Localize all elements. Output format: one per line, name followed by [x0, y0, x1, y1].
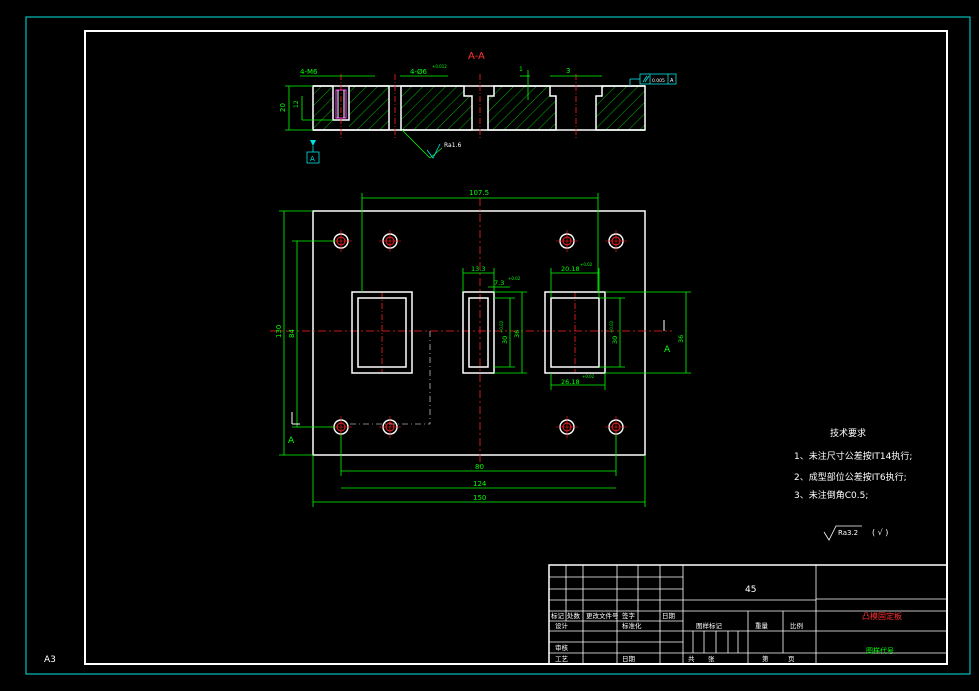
tech-title: 技术要求	[830, 427, 866, 439]
tech-requirements: 技术要求 1、未注尺寸公差按IT14执行; 2、成型部位公差按IT6执行; 3、…	[794, 427, 912, 541]
part-name: 凸模固定板	[862, 611, 902, 621]
flatness-value: 0.005	[652, 78, 665, 84]
slot-middle-inner	[468, 297, 489, 368]
process: 工艺	[555, 655, 569, 663]
dim-hole-tol: +0.012	[432, 64, 447, 69]
datum-a-label: A	[310, 155, 315, 163]
tech-item-2: 2、成型部位公差按IT6执行;	[794, 471, 907, 483]
dim-pocket-h: 30	[611, 336, 619, 344]
dim-slot-gap: 7.3	[494, 279, 504, 287]
dim-height-outer: 130	[275, 325, 283, 338]
drawing-number: 图样代号	[866, 646, 894, 655]
row-date: 日期	[662, 612, 676, 620]
weight: 重量	[755, 622, 769, 630]
standard: 标准化	[622, 621, 642, 630]
dim-width-top: 107.5	[469, 189, 489, 197]
roughness-general: Ra3.2	[838, 529, 858, 537]
pocket-left-outer	[351, 291, 413, 374]
dim-pocket-w-tol: +0.02	[580, 262, 593, 267]
drawing-border	[84, 30, 948, 665]
section-mark-right: A	[664, 345, 671, 355]
slot-middle-outer	[462, 291, 495, 374]
designer: 设计	[555, 621, 569, 630]
flatness-frame: 0.005 A	[629, 73, 677, 86]
roughness-note: Ra1.6	[444, 142, 461, 149]
plate-outline	[312, 210, 646, 456]
dim-80: 80	[475, 463, 484, 471]
section-mark-left: A	[288, 436, 295, 446]
flatness-datum: A	[670, 78, 674, 84]
dim-recess: 3	[566, 67, 570, 75]
total-label: 共	[688, 654, 695, 663]
pocket-right-inner	[550, 297, 600, 368]
dim-pocket-w2-tol: +0.02	[582, 374, 595, 379]
dim-pocket-h-tol: +0.02	[609, 320, 614, 333]
dim-pocket-h2: 36	[677, 335, 685, 343]
roughness-symbol	[426, 143, 441, 159]
stage-mark: 图样标记	[696, 621, 723, 630]
checker: 审核	[555, 643, 569, 652]
dim-slot-gap-tol: +0.02	[508, 276, 521, 281]
dim-124: 124	[473, 480, 487, 488]
datum-a-marker: A	[306, 140, 320, 164]
row-change: 更改文件号	[586, 611, 619, 620]
dim-pocket-w: 20.18	[561, 265, 580, 273]
row-mark: 标记	[551, 611, 565, 620]
roughness-general-symbol	[823, 525, 862, 541]
dim-height-total: 20	[279, 103, 287, 112]
dim-hole: 4-Ø6	[410, 68, 427, 76]
dim-height-step: 12	[293, 100, 300, 108]
section-label: A-A	[468, 51, 485, 62]
plan-view: A A 107.5 13.3 7.3 +0.02 20.18 +0.02 26.…	[270, 189, 691, 507]
dim-slot-w: 13.3	[471, 265, 485, 273]
outer-frame	[25, 16, 971, 675]
dim-recess-small: 1	[519, 66, 523, 73]
dim-slot-h: 30	[501, 336, 509, 344]
page-unit: 页	[788, 655, 795, 663]
dim-slot-h-tol: +0.02	[499, 320, 504, 333]
dim-150: 150	[473, 494, 486, 502]
roughness-suffix: ( √ )	[872, 528, 888, 537]
dim-pocket-w2: 26.18	[561, 378, 580, 386]
scale: 比例	[790, 621, 803, 630]
dim-height-inner: 84	[288, 329, 296, 338]
date: 日期	[622, 655, 636, 663]
page-label: 第	[762, 654, 769, 663]
dim-slot-h2: 36	[513, 330, 521, 338]
title-block-text: 45 凸模固定板 图样代号 标记 处数 更改文件号 签字 日期 设计 标准化 审…	[551, 585, 902, 663]
material: 45	[745, 585, 756, 595]
tech-item-1: 1、未注尺寸公差按IT14执行;	[794, 450, 912, 462]
sheet-size-label: A3	[44, 655, 56, 665]
pocket-left-inner	[357, 297, 407, 368]
pocket-right-outer	[544, 291, 606, 374]
dim-thread: 4-M6	[300, 68, 318, 76]
row-count: 处数	[567, 611, 581, 620]
sheet-unit: 张	[708, 654, 715, 663]
tech-item-3: 3、未注倒角C0.5;	[794, 489, 868, 501]
section-view: A-A	[279, 51, 677, 164]
row-sign: 签字	[622, 611, 636, 620]
title-block	[548, 564, 948, 665]
